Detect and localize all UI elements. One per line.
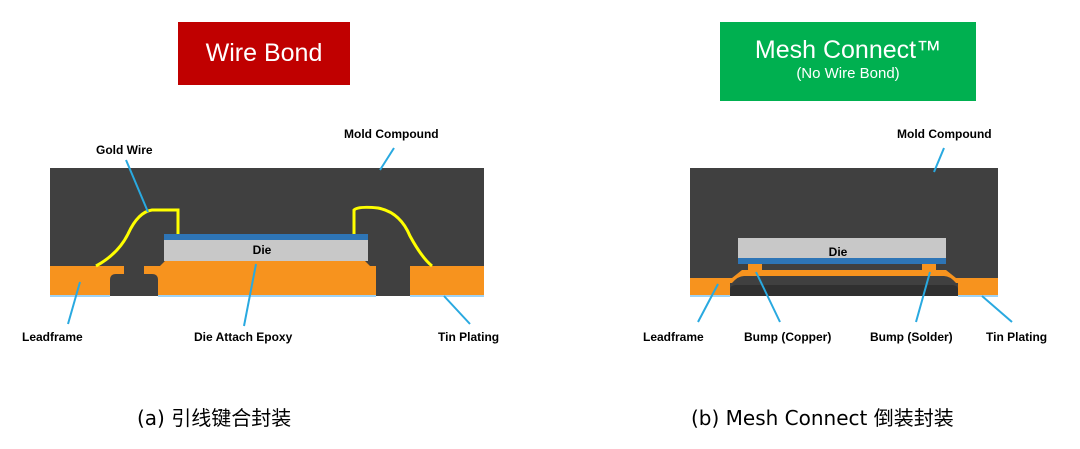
wire-bond-diagram: Die Gold Wire Mold Compound Leadframe Di… [22,127,499,344]
die [164,240,368,261]
mesh-connect-badge: Mesh Connect™ (No Wire Bond) [720,22,976,101]
mold-compound-label: Mold Compound [897,127,992,141]
die-label: Die [253,243,272,257]
tin-plating-label: Tin Plating [438,330,499,344]
tin-plating-label: Tin Plating [986,330,1047,344]
wire-bond-title: Wire Bond [205,39,323,67]
caption-mesh-connect: (b) Mesh Connect 倒装封装 [691,406,954,430]
mesh-connect-diagram: Die Mold Compound Leadframe Bump (Copper… [643,127,1047,344]
mold-compound-label: Mold Compound [344,127,439,141]
die-active-layer [164,234,368,240]
bump-solder [922,264,936,272]
die-active-layer [738,258,946,264]
wire-bond-badge: Wire Bond [178,22,350,85]
gold-wire-label: Gold Wire [96,143,153,157]
mesh-connect-title: Mesh Connect™ [754,36,942,64]
bump-copper [748,264,762,272]
mesh-connect-subtitle: (No Wire Bond) [796,65,900,82]
caption-wire-bond: (a) 引线键合封装 [137,406,292,430]
leadframe-label: Leadframe [643,330,704,344]
bump-solder-label: Bump (Solder) [870,330,953,344]
die-attach-epoxy [160,260,370,266]
die-label: Die [829,245,848,259]
callout-lines [67,147,471,327]
die [738,238,946,258]
leadframe-label: Leadframe [22,330,83,344]
gold-wires [95,205,433,268]
die-attach-label: Die Attach Epoxy [194,330,293,344]
bump-copper-label: Bump (Copper) [744,330,831,344]
leadframe [50,266,484,296]
leadframe-top [690,270,998,283]
callout-lines [697,147,1013,323]
